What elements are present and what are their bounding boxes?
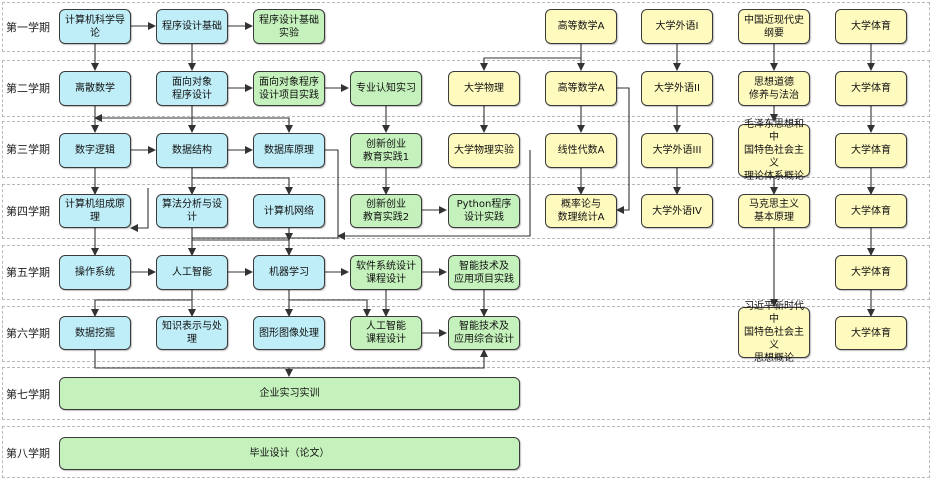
course-ai-application-project: 智能技术及 应用项目实践 bbox=[448, 255, 520, 290]
course-graduation-thesis: 毕业设计（论文） bbox=[59, 437, 520, 470]
course-python-practice: Python程序 设计实践 bbox=[448, 194, 520, 228]
course-innovation-2: 创新创业 教育实践2 bbox=[350, 194, 422, 228]
course-programming-lab: 程序设计基础 实验 bbox=[253, 9, 325, 44]
course-marxism: 马克思主义 基本原理 bbox=[738, 194, 810, 228]
course-physics-lab: 大学物理实验 bbox=[448, 133, 520, 168]
term-label-6: 第六学期 bbox=[6, 327, 50, 340]
course-physics: 大学物理 bbox=[448, 71, 520, 106]
course-machine-learning: 机器学习 bbox=[253, 255, 325, 290]
course-english-2: 大学外语II bbox=[641, 71, 713, 106]
course-pe-5: 大学体育 bbox=[835, 255, 907, 290]
course-computer-organization: 计算机组成原理 bbox=[59, 194, 131, 228]
term-label-2: 第二学期 bbox=[6, 82, 50, 95]
course-pe-1: 大学体育 bbox=[835, 9, 907, 44]
term-label-7: 第七学期 bbox=[6, 388, 50, 401]
course-pe-2: 大学体育 bbox=[835, 71, 907, 106]
course-xi-thought: 习近平新时代中 国特色社会主义 思想概论 bbox=[738, 301, 810, 364]
course-pe-6: 大学体育 bbox=[835, 316, 907, 350]
course-ethics-law: 思想道德 修养与法治 bbox=[738, 71, 810, 106]
course-modern-history: 中国近现代史 纲要 bbox=[738, 9, 810, 44]
course-enterprise-internship: 企业实习实训 bbox=[59, 377, 520, 410]
course-oop-project: 面向对象程序 设计项目实践 bbox=[253, 71, 325, 106]
course-advanced-math-a2: 高等数学A bbox=[545, 71, 617, 106]
course-digital-logic: 数字逻辑 bbox=[59, 133, 131, 168]
term-label-8: 第八学期 bbox=[6, 447, 50, 460]
term-label-1: 第一学期 bbox=[6, 21, 50, 34]
term-label-3: 第三学期 bbox=[6, 143, 50, 156]
course-oop: 面向对象 程序设计 bbox=[156, 71, 228, 106]
course-probability-statistics: 概率论与 数理统计A bbox=[545, 194, 617, 228]
course-pe-4: 大学体育 bbox=[835, 194, 907, 228]
course-software-design: 软件系统设计 课程设计 bbox=[350, 255, 422, 290]
course-graphics-image: 图形图像处理 bbox=[253, 316, 325, 350]
course-english-1: 大学外语I bbox=[641, 9, 713, 44]
course-knowledge-representation: 知识表示与处理 bbox=[156, 316, 228, 350]
course-english-4: 大学外语IV bbox=[641, 194, 713, 228]
course-discrete-math: 离散数学 bbox=[59, 71, 131, 106]
course-networks: 计算机网络 bbox=[253, 194, 325, 228]
course-ai-course-design: 人工智能 课程设计 bbox=[350, 316, 422, 350]
course-english-3: 大学外语III bbox=[641, 133, 713, 168]
course-pe-3: 大学体育 bbox=[835, 133, 907, 168]
course-innovation-1: 创新创业 教育实践1 bbox=[350, 133, 422, 168]
course-programming-basics: 程序设计基础 bbox=[156, 9, 228, 44]
course-database: 数据库原理 bbox=[253, 133, 325, 168]
course-linear-algebra: 线性代数A bbox=[545, 133, 617, 168]
course-major-cognition: 专业认知实习 bbox=[350, 71, 422, 106]
term-label-4: 第四学期 bbox=[6, 205, 50, 218]
course-artificial-intelligence: 人工智能 bbox=[156, 255, 228, 290]
course-ai-application-comprehensive: 智能技术及 应用综合设计 bbox=[448, 316, 520, 350]
course-mao-theory: 毛泽东思想和中 国特色社会主义 理论体系概论 bbox=[738, 119, 810, 182]
term-label-5: 第五学期 bbox=[6, 266, 50, 279]
course-algorithms: 算法分析与设计 bbox=[156, 194, 228, 228]
course-operating-systems: 操作系统 bbox=[59, 255, 131, 290]
course-intro-computer-science: 计算机科学导论 bbox=[59, 9, 131, 44]
course-advanced-math-a1: 高等数学A bbox=[545, 9, 617, 44]
course-data-structures: 数据结构 bbox=[156, 133, 228, 168]
course-data-mining: 数据挖掘 bbox=[59, 316, 131, 350]
